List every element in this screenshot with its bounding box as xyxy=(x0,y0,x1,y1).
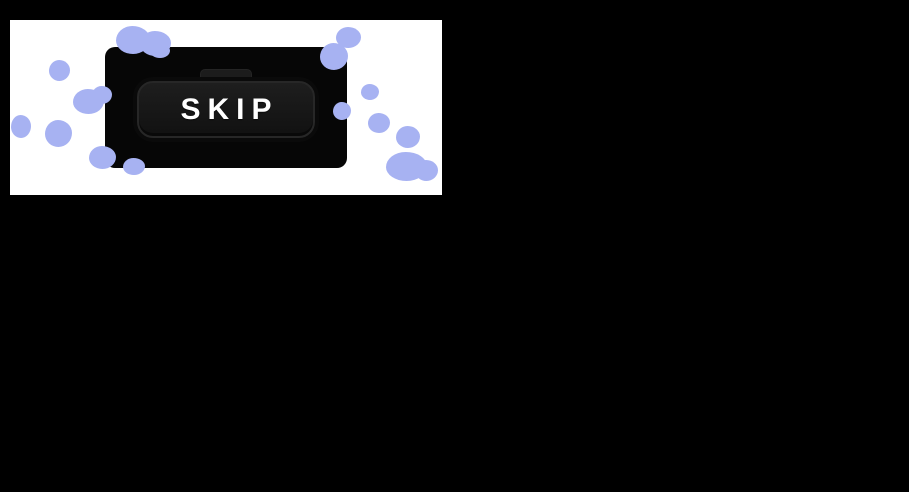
paint-blob xyxy=(123,158,145,175)
paint-blob xyxy=(150,44,170,58)
paint-blob xyxy=(415,160,438,181)
paint-blob xyxy=(361,84,379,100)
paint-blob xyxy=(49,60,70,81)
paint-blob xyxy=(396,126,420,148)
paint-blob xyxy=(11,115,31,138)
paint-blob xyxy=(336,27,361,48)
paint-blob xyxy=(89,146,116,169)
paint-blob xyxy=(92,86,112,104)
skip-button-label: SKIP xyxy=(180,92,279,126)
paint-blob xyxy=(333,102,351,120)
paint-blob xyxy=(368,113,390,133)
skip-button[interactable]: SKIP xyxy=(137,81,315,138)
paint-blob xyxy=(320,43,348,70)
paint-blob xyxy=(45,120,72,147)
